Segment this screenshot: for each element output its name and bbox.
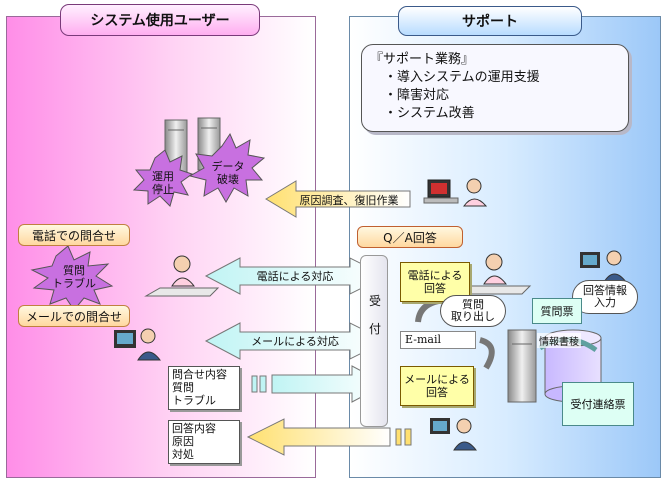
burst-text: トラブル [52, 277, 96, 290]
mail-inquiry-label: メールでの問合せ [18, 305, 130, 327]
inquiry-content-note: 問合せ内容 質問 トラブル [168, 366, 240, 410]
phone-inquiry-label: 電話での問合せ [18, 224, 130, 246]
info-write-label: 情報書稜 [537, 333, 581, 348]
email-label: E-mail [400, 331, 476, 349]
phone-response-text: 電話による対応 [256, 270, 334, 283]
burst-text: 停止 [152, 183, 174, 196]
phone-user-icon [144, 255, 220, 297]
note-line: 回答 [426, 386, 448, 399]
reception-bar: 受 付 [360, 255, 388, 427]
note-line: 回答 [424, 282, 446, 295]
question-extract-cloud: 質問 取り出し [440, 295, 506, 327]
answer-info-input-cloud: 回答情報 入力 [572, 280, 638, 314]
support-task-item: ・導入システムの運用支援 [384, 70, 540, 85]
burst-text: 質問 [63, 264, 85, 277]
cloud-text: 回答情報 [583, 284, 627, 297]
mail-user-icon [114, 328, 162, 361]
support-task-item: ・システム改善 [384, 106, 475, 121]
mail-response-text: メールによる対応 [251, 335, 339, 348]
support-person-top-icon [423, 178, 488, 207]
cloud-text: 入力 [594, 296, 616, 309]
support-tasks-heading: 『サポート業務』 [370, 52, 475, 67]
note-line: 回答内容 [172, 422, 216, 435]
reception-char: 受 [369, 294, 382, 308]
data-destroy-burst-shape [188, 132, 266, 204]
qa-answer-label: Q／A回答 [357, 226, 463, 248]
burst-text: データ [211, 160, 245, 173]
cloud-text: 質問 [462, 298, 484, 311]
note-line: 問合せ内容 [172, 368, 227, 381]
note-line: 原因 [172, 435, 194, 448]
phone-answer-note: 電話による 回答 [400, 262, 470, 302]
burst-text: 破壊 [217, 173, 239, 186]
reception-slip-card: 受付連絡票 [562, 382, 634, 426]
note-line: 対処 [172, 448, 194, 461]
cause-recovery-arrow [265, 180, 411, 218]
reception-char: 付 [369, 322, 382, 336]
note-line: トラブル [172, 394, 216, 407]
answer-arrow [246, 418, 391, 456]
mail-answer-note: メールによる 回答 [400, 366, 474, 406]
note-line: 質問 [172, 381, 194, 394]
support-tasks-box: 『サポート業務』 ・導入システムの運用支援 ・障害対応 ・システム改善 [361, 44, 629, 132]
note-line: 電話による [407, 269, 463, 282]
cloud-text: 取り出し [451, 310, 495, 323]
cause-recovery-text: 原因調査、復旧作業 [299, 193, 399, 207]
support-panel-title: サポート [398, 6, 582, 36]
user-panel-title: システム使用ユーザー [60, 4, 260, 36]
question-sheet-card: 質問票 [532, 298, 582, 324]
input-operator-icon [580, 250, 628, 283]
burst-text: 運用 [152, 170, 174, 183]
phone-operator-icon [456, 253, 532, 295]
answer-content-note: 回答内容 原因 対処 [168, 420, 240, 464]
trouble-burst-shape [30, 245, 114, 311]
trouble-label: 質問 トラブル [50, 264, 98, 290]
operation-stop-label: 運用 停止 [146, 170, 180, 196]
reply-operator-icon [430, 418, 478, 451]
operation-stop-burst-shape [132, 149, 194, 207]
note-line: メールによる [404, 373, 470, 386]
user-panel [6, 16, 316, 478]
support-task-item: ・障害対応 [384, 88, 450, 103]
mail-answer-flow-arrow [479, 337, 495, 370]
data-destroy-label: データ 破壊 [208, 160, 248, 186]
support-server-icon [507, 329, 537, 403]
